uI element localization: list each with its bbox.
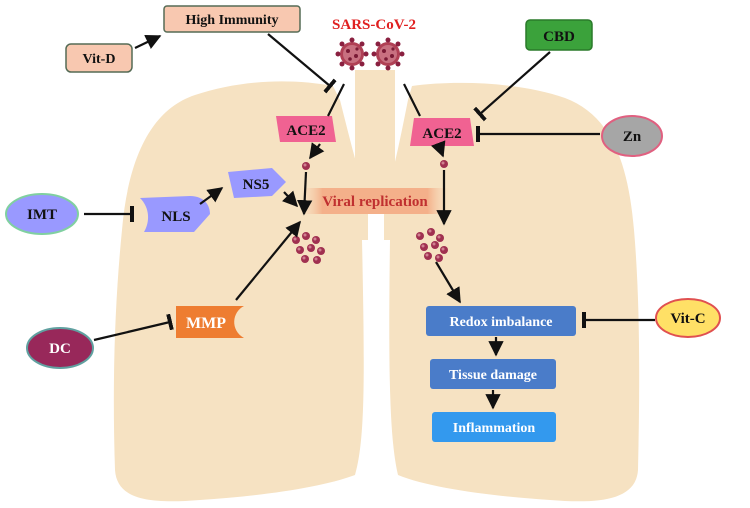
right-lung xyxy=(384,82,640,502)
virus-label: SARS-CoV-2 xyxy=(332,17,416,33)
inflammation-box xyxy=(432,412,556,442)
arrow-ace2-right-to-virus xyxy=(430,140,446,158)
ace2-left-label: ACE2 xyxy=(286,123,325,139)
imt-label: IMT xyxy=(27,207,57,223)
arrow-mmp-to-replication xyxy=(235,220,301,301)
sars-cov-2-particles xyxy=(335,37,405,71)
small-virus-entering-right xyxy=(440,160,448,168)
vit-d-label: Vit-D xyxy=(83,52,116,67)
tissue-damage-box xyxy=(430,359,556,389)
high-immunity-label: High Immunity xyxy=(186,13,279,28)
cbd-box xyxy=(525,19,593,51)
arrow-nls-to-ns5 xyxy=(199,187,224,205)
arrow-ns5-to-replication xyxy=(281,190,299,208)
line-virus-to-ace2-left xyxy=(327,83,345,117)
dc-label: DC xyxy=(49,341,71,357)
vit-c-node xyxy=(655,298,721,338)
line-virus-to-ace2-right xyxy=(403,83,421,117)
inhibit-cbd-to-ace2 xyxy=(473,51,551,122)
imt-node xyxy=(5,193,79,235)
ace2-right-label: ACE2 xyxy=(422,126,461,142)
zn-label: Zn xyxy=(623,129,642,145)
connectors xyxy=(84,33,655,410)
inflammation-label: Inflammation xyxy=(453,421,536,436)
tissue-damage-label: Tissue damage xyxy=(449,368,537,383)
nls-shape xyxy=(140,196,210,232)
arrow-virus-to-redox xyxy=(435,261,461,304)
small-virus-entering-left xyxy=(302,162,310,170)
virus-particle-icon xyxy=(335,37,369,71)
left-lung xyxy=(113,81,368,502)
vit-d-box xyxy=(65,43,133,73)
arrow-vitd-to-immunity xyxy=(134,35,162,49)
nls-label: NLS xyxy=(161,209,190,225)
arrow-ace2-left-to-virus xyxy=(309,142,325,160)
redox-imbalance-box xyxy=(426,306,576,336)
ns5-label: NS5 xyxy=(243,177,270,193)
ace2-left-shape xyxy=(276,116,336,142)
cbd-label: CBD xyxy=(543,29,575,45)
virus-particle-icon xyxy=(371,37,405,71)
mmp-shape xyxy=(176,306,244,338)
viral-replication-label: Viral replication xyxy=(322,194,428,210)
mmp-label: MMP xyxy=(186,315,226,332)
ace2-right-shape xyxy=(410,118,474,146)
inhibit-immunity-to-virus xyxy=(267,33,337,94)
viral-replication-band xyxy=(300,188,450,214)
arrow-virus-to-replication-left xyxy=(296,171,313,216)
redox-imbalance-label: Redox imbalance xyxy=(449,315,552,330)
vit-c-label: Vit-C xyxy=(670,311,705,327)
inhibit-dc-to-mmp xyxy=(93,313,174,342)
zn-node xyxy=(601,115,663,157)
dc-node xyxy=(26,327,94,369)
ns5-shape xyxy=(228,168,286,198)
trachea xyxy=(355,70,395,200)
high-immunity-box xyxy=(163,5,301,33)
